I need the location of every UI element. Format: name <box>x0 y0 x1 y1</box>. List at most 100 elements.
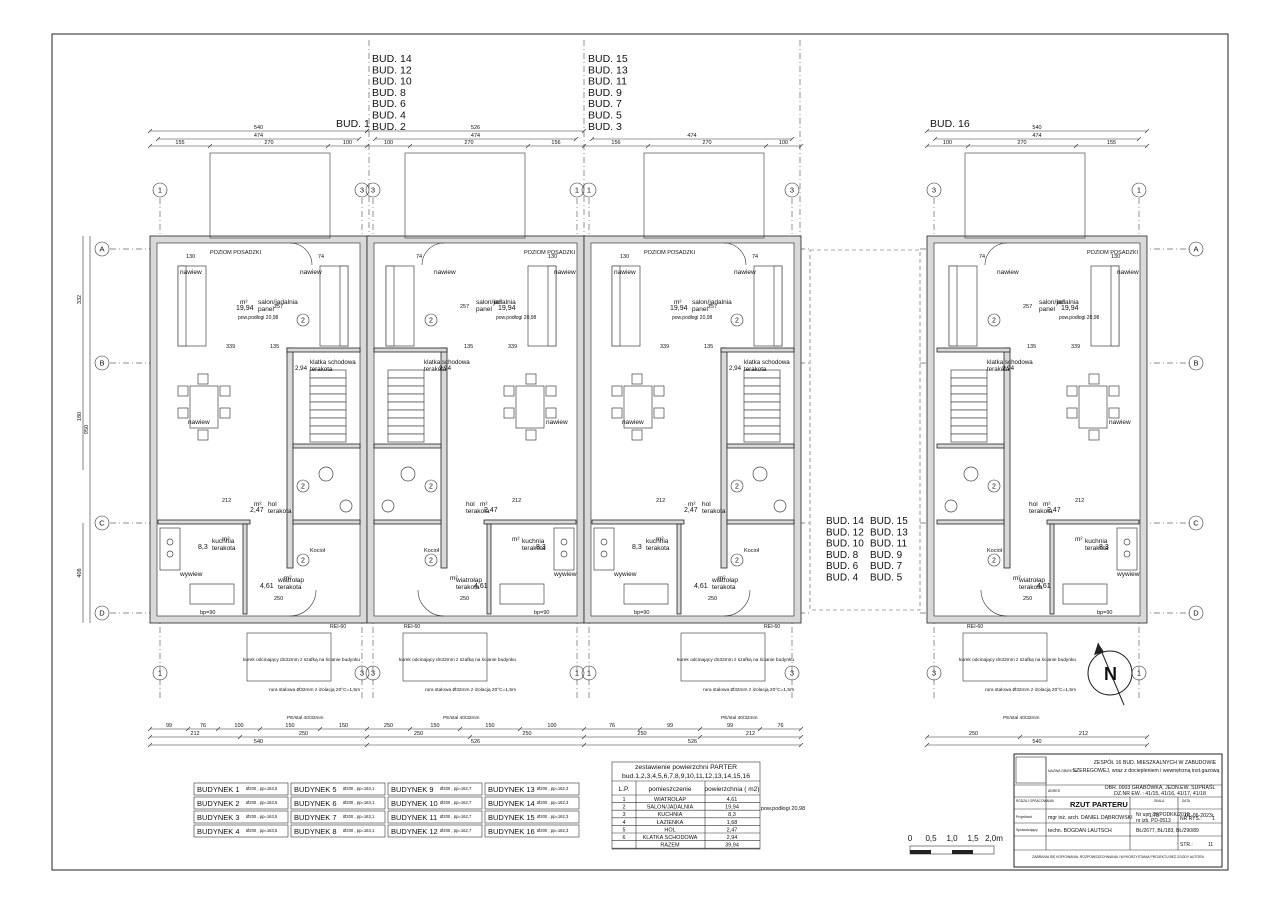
stair-tread <box>950 401 988 411</box>
salon-name: salon/jadalnia <box>1039 299 1079 306</box>
vent-label: wywiew <box>613 571 637 578</box>
rei-label: REI-60 <box>404 624 420 630</box>
sofa-back <box>177 265 187 347</box>
dim-tick <box>924 128 930 134</box>
partition-wall <box>936 347 1011 353</box>
axis-bubble <box>1188 605 1204 621</box>
stair-tread <box>387 417 425 427</box>
stair-tread <box>387 409 425 419</box>
bud-label: BUD. 15 <box>588 53 628 65</box>
stair-tread <box>950 433 988 443</box>
chair <box>177 385 189 397</box>
dim-value: 526 <box>471 125 480 131</box>
bud-label: BUD. 14 <box>372 53 412 65</box>
building-value: Ø200 , pp=163,1 <box>343 800 375 805</box>
dim-value: 212 <box>1079 731 1088 737</box>
dim-value: 100 <box>547 723 556 729</box>
entrance-steps <box>246 632 332 682</box>
stair-tread <box>387 385 425 395</box>
partition-wall <box>373 443 442 449</box>
dim-value: 180 <box>77 412 83 421</box>
dim-tick <box>317 726 323 732</box>
stair-tread <box>309 409 347 419</box>
dim-value: 270 <box>1017 140 1026 146</box>
tb-checker-no: BŁ/2677, BŁ/183, BŁ/290/89 <box>1136 828 1199 834</box>
dim-tick <box>798 734 804 740</box>
building-value: Ø200 , pp=162,7 <box>440 786 472 791</box>
dim-tick <box>364 143 370 149</box>
chair <box>503 385 515 397</box>
axis-bubble <box>94 241 110 257</box>
axis-bubble <box>354 182 370 198</box>
gap-bud-label: BUD. 9 <box>870 550 903 561</box>
partition-wall <box>157 519 251 525</box>
stair-area: 2,94 <box>295 365 308 372</box>
dim-tick <box>581 742 587 748</box>
dim-label: 250 <box>708 596 717 602</box>
dim-value: 250 <box>637 731 646 737</box>
scale-tick-label: 2,0m <box>985 834 1003 843</box>
dim-value: 100 <box>384 140 393 146</box>
tb-sheet: 11 <box>1208 842 1213 848</box>
summary-frame <box>611 761 761 850</box>
section-marker-label: 2 <box>301 318 305 325</box>
stair-tread <box>387 433 425 443</box>
gap-bud-label: BUD. 8 <box>826 550 859 561</box>
building-label: BUDYNEK 12 <box>391 827 438 836</box>
section-marker-label: 2 <box>735 318 739 325</box>
chair <box>1066 407 1078 419</box>
unit-m2: m² <box>1075 536 1083 543</box>
dim-label: 74 <box>416 254 422 260</box>
bud-label: BUD. 6 <box>372 98 406 110</box>
axis-bubble <box>1188 241 1204 257</box>
building-label: BUDYNEK 11 <box>391 813 437 822</box>
partition-wall <box>373 347 448 353</box>
dim-label: 339 <box>660 344 669 350</box>
summary-area: 2,47 <box>727 827 738 833</box>
dim-value: 100 <box>779 140 788 146</box>
bud-label: BUD. 3 <box>588 121 622 133</box>
kitchen-sink <box>499 583 545 605</box>
building-cell <box>193 796 289 810</box>
chair <box>219 385 231 397</box>
building-label: BUDYNEK 8 <box>294 827 337 836</box>
tb-drawing: RZUT PARTERU <box>1070 800 1128 809</box>
bud-label: BUD. 12 <box>372 64 412 76</box>
dim-tick <box>1144 734 1150 740</box>
dim-tick <box>147 734 153 740</box>
dim-value: 212 <box>746 731 755 737</box>
dim-label: 130 <box>548 254 557 260</box>
partition-wall <box>726 443 795 449</box>
toilet <box>318 466 334 482</box>
stair-tread <box>950 417 988 427</box>
scale-bar-fill <box>910 850 931 854</box>
section-marker-label: 2 <box>429 318 433 325</box>
kitchen-area: 8,3 <box>536 544 546 551</box>
stair-area: 2,94 <box>439 365 452 372</box>
tb-sheet-label: STR.: <box>1180 842 1193 848</box>
axis-label: 1 <box>158 669 162 678</box>
stair-tread <box>387 401 425 411</box>
dim-tick <box>757 726 763 732</box>
dim-value: 150 <box>285 723 294 729</box>
dim-tick <box>364 742 370 748</box>
rei-label: REI-60 <box>764 624 780 630</box>
axis-bubble <box>1131 182 1147 198</box>
kitchen-area: 8,3 <box>198 544 208 551</box>
toilet <box>963 466 979 482</box>
stair-tread <box>743 409 781 419</box>
bud-label: BUD. 9 <box>588 87 622 99</box>
entrance-steps <box>962 632 1048 682</box>
building-label: BUDYNEK 5 <box>294 785 337 794</box>
salon-floor: panel <box>258 306 274 313</box>
building-value: Ø200 , pp=162,7 <box>440 828 472 833</box>
salon-floor: panel <box>1039 306 1055 313</box>
dim-label: 135 <box>464 344 473 350</box>
summary-title-2: bud.1,2,3,4,5,6,7,8,9,10,11,12,13,14,15,… <box>622 773 750 780</box>
dim-value: 76 <box>609 723 615 729</box>
tb-designer-label: Projektant <box>1016 815 1032 819</box>
summary-lp: 5 <box>622 827 625 833</box>
